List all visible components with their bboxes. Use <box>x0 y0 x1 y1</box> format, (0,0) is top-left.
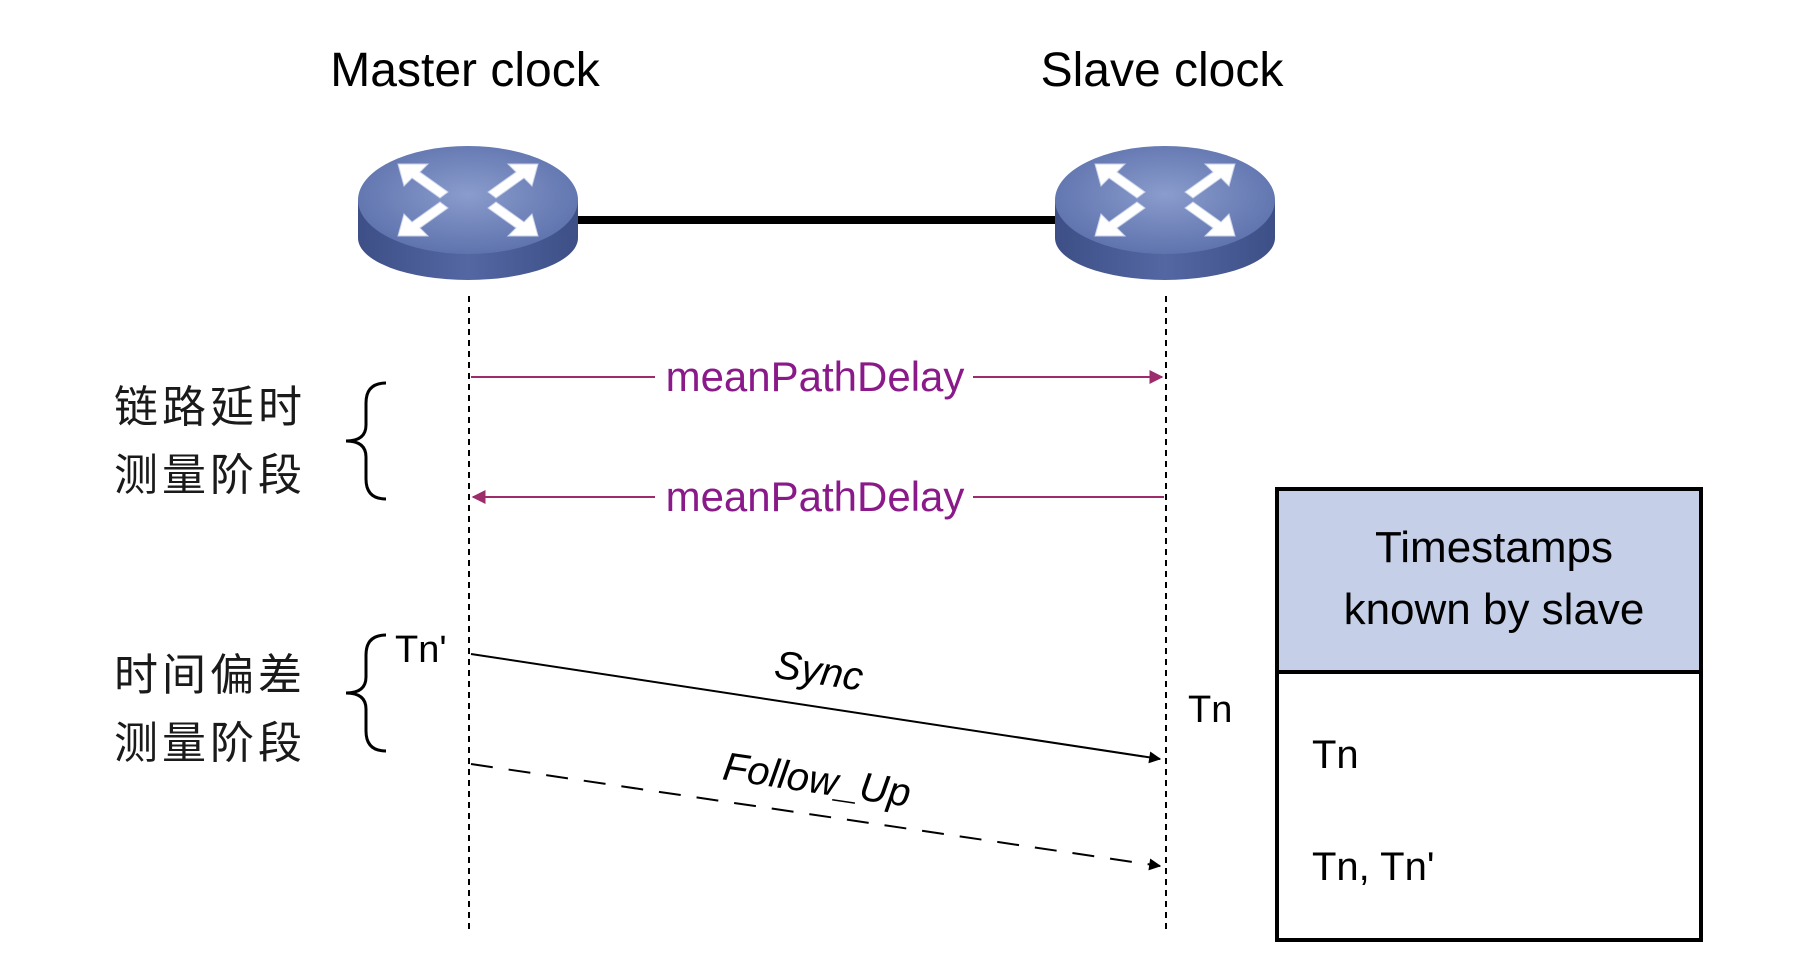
table-row-1: Tn <box>1312 733 1359 777</box>
master-switch-icon <box>357 145 579 281</box>
delay-phase-label-line2: 测量阶段 <box>114 450 306 501</box>
sync-arrow <box>470 653 1162 764</box>
offset-phase-brace <box>345 633 387 753</box>
offset-phase-label-line1: 时间偏差 <box>114 650 306 701</box>
slave-clock-label: Slave clock <box>1041 44 1285 97</box>
table-header-line2: known by slave <box>1344 585 1645 634</box>
delay-phase-brace <box>345 381 387 501</box>
delay-phase-label-line1: 链路延时 <box>114 382 306 433</box>
table-row-2: Tn, Tn' <box>1312 845 1435 889</box>
table-border <box>1275 487 1703 942</box>
follow-up-arrow <box>470 763 1162 871</box>
delay-response-label: meanPathDelay <box>666 473 965 520</box>
offset-phase-label-line2: 测量阶段 <box>114 718 306 769</box>
slave-receive-timestamp: Tn <box>1188 689 1232 731</box>
table-header-line1: Timestamps <box>1375 523 1613 572</box>
delay-request-label: meanPathDelay <box>666 353 965 400</box>
master-send-timestamp: Tn' <box>395 629 447 671</box>
table-header-bg <box>1277 489 1701 672</box>
timestamps-table: Timestamps known by slave Tn Tn, Tn' <box>1275 487 1703 942</box>
master-clock-label: Master clock <box>330 44 600 97</box>
sync-label: Sync <box>772 643 867 700</box>
slave-switch-icon <box>1054 145 1276 281</box>
